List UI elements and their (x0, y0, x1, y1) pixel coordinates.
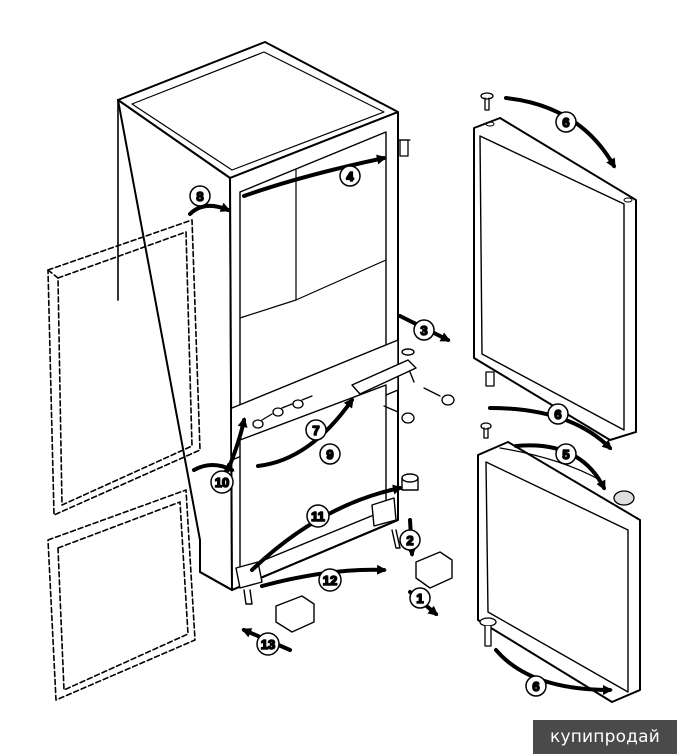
callout-6-top: 6 (555, 111, 577, 133)
bottom-hinge-left (235, 561, 263, 605)
svg-text:1: 1 (416, 591, 423, 606)
dashed-upper-door-outline (47, 219, 201, 516)
hinge-cover-left (275, 595, 315, 633)
callout-3: 3 (413, 319, 435, 341)
svg-text:7: 7 (312, 423, 319, 438)
bottom-hinge-right (371, 473, 419, 549)
svg-text:6: 6 (562, 115, 569, 130)
callout-6-bottom: 6 (525, 675, 547, 697)
svg-text:3: 3 (420, 323, 427, 338)
door-stop-knob (613, 490, 635, 506)
svg-text:6: 6 (554, 407, 561, 422)
upper-door-right (473, 117, 637, 441)
dashed-lower-door-outline (47, 489, 196, 701)
svg-text:4: 4 (346, 169, 354, 184)
refrigerator-cabinet (117, 41, 399, 591)
svg-text:10: 10 (215, 475, 229, 490)
lower-door-right (477, 441, 641, 703)
svg-text:2: 2 (406, 533, 413, 548)
svg-text:11: 11 (311, 509, 325, 524)
svg-text:9: 9 (326, 447, 333, 462)
callout-9: 9 (319, 443, 341, 465)
callout-12: 12 (318, 568, 342, 592)
bottom-hinge-pin (479, 617, 497, 647)
middle-hinge-bracket (351, 348, 417, 395)
svg-text:5: 5 (562, 447, 569, 462)
callout-10: 10 (210, 470, 234, 494)
screws-mid (252, 387, 455, 429)
hinge-cover-right (415, 551, 453, 589)
svg-text:12: 12 (323, 573, 337, 588)
svg-text:13: 13 (261, 637, 275, 652)
callout-11: 11 (306, 504, 330, 528)
screw-lower-door-top (480, 422, 492, 439)
callout-8: 8 (189, 185, 211, 207)
screw-upper-door-top (480, 92, 494, 111)
watermark-logo: купипродай (533, 720, 677, 754)
callout-4: 4 (339, 165, 361, 187)
callout-2: 2 (399, 529, 421, 551)
svg-text:8: 8 (196, 189, 203, 204)
callout-7: 7 (305, 419, 327, 441)
callout-5: 5 (555, 443, 577, 465)
pin-upper-door-bottom (485, 371, 495, 387)
callout-1: 1 (409, 587, 431, 609)
callout-13: 13 (256, 632, 280, 656)
screw-top-right (397, 139, 411, 157)
svg-text:6: 6 (532, 679, 539, 694)
callout-6-middle: 6 (547, 403, 569, 425)
